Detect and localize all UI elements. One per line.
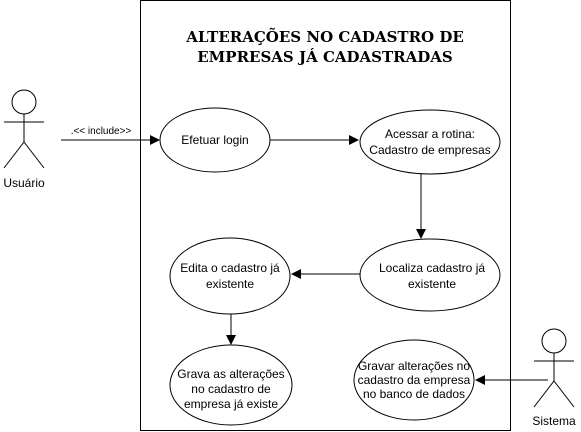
svg-text:Localiza cadastro já: Localiza cadastro já [379,261,485,275]
usecase-acessar-rotina-label: Acessar a rotina: Cadastro de empresas [369,127,490,157]
usecase-grava-alteracoes-label: Grava as alterações no cadastro de empre… [177,367,284,411]
usecase-edita-cadastro-label: Edita o cadastro já existente [180,261,280,291]
diagram-title-line1: ALTERAÇÕES NO CADASTRO DE [185,27,464,46]
svg-text:cadastro da empresa: cadastro da empresa [358,373,471,387]
svg-text:Acessar a rotina:: Acessar a rotina: [385,127,475,141]
svg-text:no cadastro de: no cadastro de [191,382,271,396]
svg-text:Efetuar login: Efetuar login [181,133,248,147]
svg-text:Gravar alterações no: Gravar alterações no [358,359,470,373]
usecase-localiza-cadastro-label: Localiza cadastro já existente [379,261,485,291]
svg-text:no banco de dados: no banco de dados [363,387,465,401]
usecase-gravar-banco [353,339,475,421]
svg-text:empresa já existe: empresa já existe [184,397,278,411]
actor-usuario: Usuário [3,89,45,190]
actor-usuario-label: Usuário [3,176,45,190]
svg-text:Cadastro de empresas: Cadastro de empresas [369,143,490,157]
actor-sistema: Sistema [532,328,576,428]
usecase-acessar-rotina [359,109,501,175]
svg-text:Grava as alterações: Grava as alterações [177,367,284,381]
usecase-localiza-cadastro [359,238,501,312]
actor-sistema-label: Sistema [532,414,576,428]
svg-text:existente: existente [206,277,254,291]
include-label: .<< include>> [71,126,132,137]
usecase-gravar-banco-label: Gravar alterações no cadastro da empresa… [358,359,471,401]
usecase-edita-cadastro [169,237,291,315]
svg-text:Edita o cadastro já: Edita o cadastro já [180,261,280,275]
svg-text:existente: existente [408,277,456,291]
usecase-grava-alteracoes [169,344,293,426]
diagram-title-line2: EMPRESAS JÁ CADASTRADAS [197,48,453,66]
usecase-efetuar-login-label: Efetuar login [181,133,248,147]
